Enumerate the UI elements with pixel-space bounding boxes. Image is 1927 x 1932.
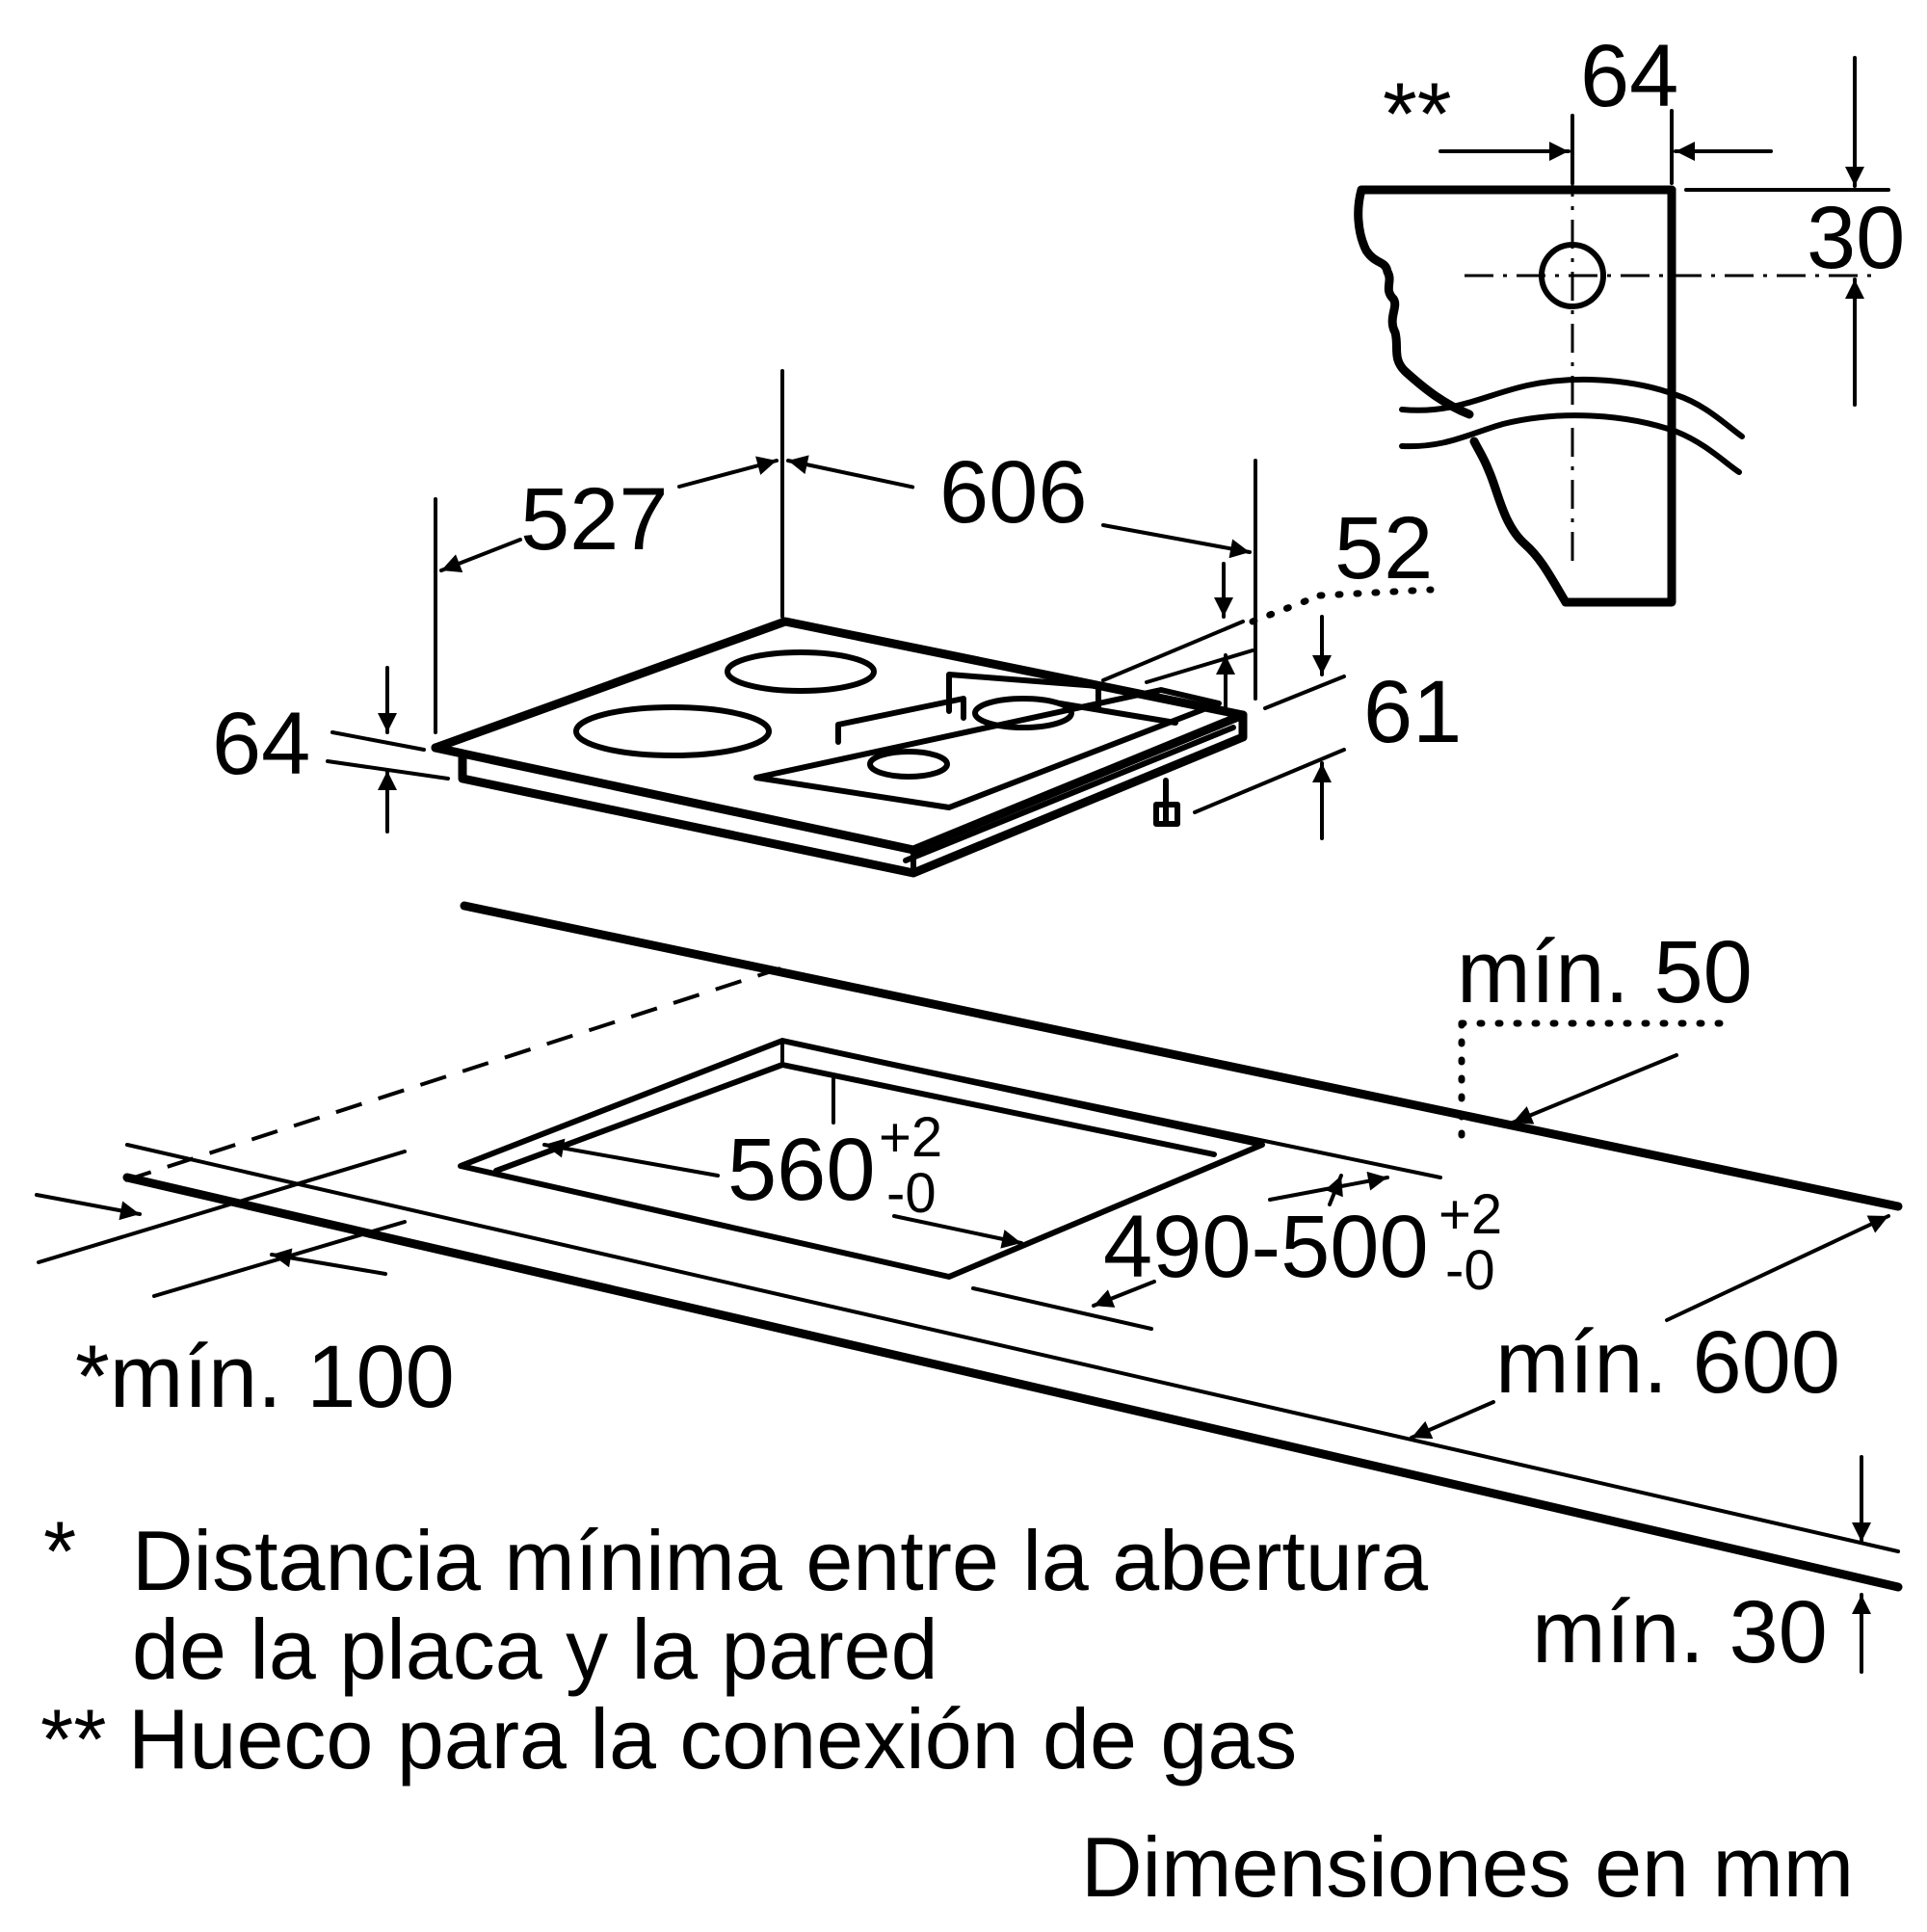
cutout-depth-tol-plus: +2 <box>1439 1183 1502 1246</box>
note-2-line: Hueco para la conexión de gas <box>128 1691 1297 1786</box>
note-1-line-1: Distancia mínima entre la abertura <box>132 1513 1428 1608</box>
hotplate-front <box>573 704 772 758</box>
gas-connector <box>1153 778 1180 827</box>
hotplate-back <box>725 649 877 694</box>
gas-burner-small <box>867 749 950 780</box>
cutout-width-label: 560 <box>727 1121 876 1219</box>
gas-connection-detail: 64 ** 30 <box>1354 27 1905 607</box>
cutout-depth-label: 490-500 <box>1103 1198 1429 1296</box>
hob-width-label: 606 <box>939 443 1088 542</box>
hob-back-height-label: 61 <box>1363 663 1462 761</box>
note-2-marker: ** <box>40 1691 107 1786</box>
min-edge-label: mín. 30 <box>1532 1583 1828 1681</box>
hob-front-height-label: 64 <box>212 695 310 793</box>
gas-width-label: 64 <box>1580 27 1678 125</box>
cutout: 560 +2 -0 490-500 +2 -0 <box>458 1038 1502 1331</box>
gas-marker-label: ** <box>1383 66 1452 164</box>
units-label: Dimensiones en mm <box>1081 1819 1854 1915</box>
cutout-width-tol-plus: +2 <box>879 1106 942 1169</box>
min-worktop-label: mín. 600 <box>1495 1313 1840 1412</box>
min-wall-dimension: *mín. 100 <box>35 1193 455 1426</box>
min-wall-label: *mín. 100 <box>75 1328 455 1426</box>
hob-back-offset-label: 52 <box>1334 499 1433 597</box>
note-1-marker: * <box>43 1503 76 1599</box>
hob <box>431 617 1248 878</box>
footnotes: * Distancia mínima entre la abertura de … <box>40 1503 1854 1915</box>
gas-height-label: 30 <box>1807 189 1905 287</box>
gas-burner-large <box>972 696 1074 730</box>
min-back-label: mín. 50 <box>1457 923 1753 1021</box>
cutout-depth-tol-minus: -0 <box>1445 1239 1495 1302</box>
min-back-dimension: mín. 50 <box>1457 923 1753 1155</box>
pan-support <box>753 687 1222 810</box>
cutout-width-tol-minus: -0 <box>886 1162 937 1225</box>
note-1-line-2: de la placa y la pared <box>132 1601 938 1697</box>
hob-depth-label: 527 <box>520 470 669 569</box>
worktop <box>37 901 1903 1592</box>
min-worktop-dimension: mín. 600 <box>1410 1214 1890 1440</box>
min-edge-dimension: mín. 30 <box>1532 1455 1871 1681</box>
hob-dimensions: 527 606 64 52 61 <box>212 369 1462 840</box>
